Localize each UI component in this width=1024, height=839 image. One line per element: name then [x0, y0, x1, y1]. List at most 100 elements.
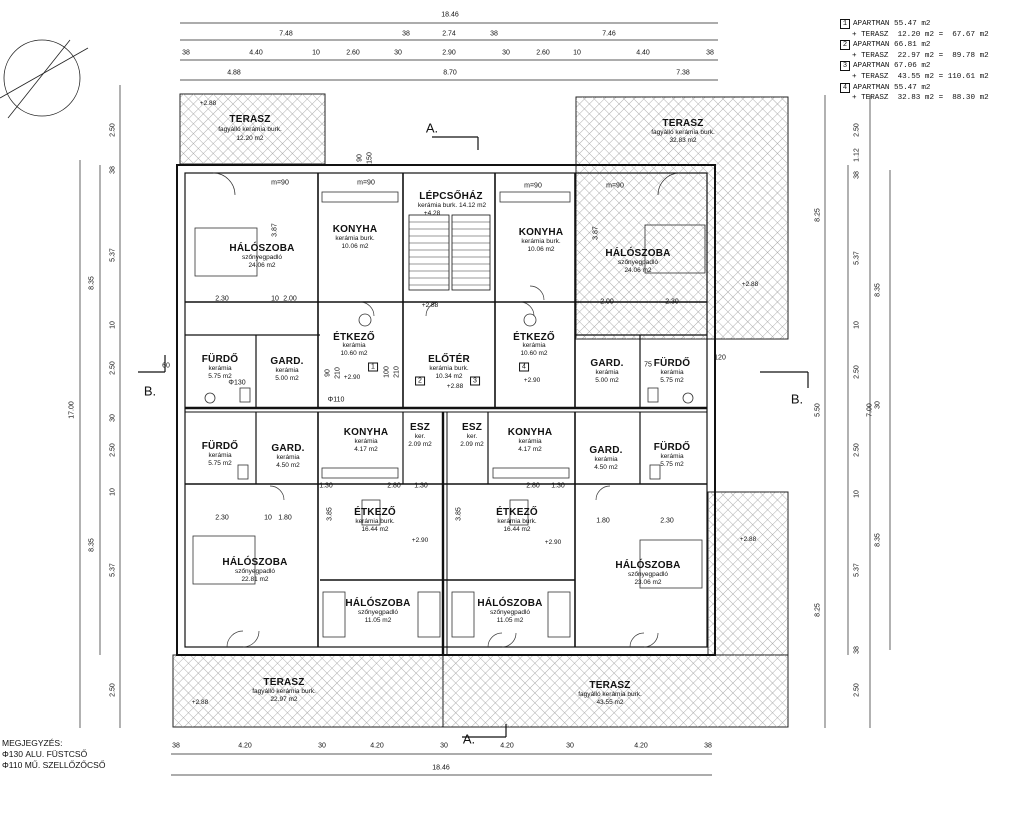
section-markers: [138, 136, 809, 738]
toilet-se: [649, 464, 661, 480]
dim-label: 3.87: [592, 226, 600, 240]
dim-label: 7.00: [866, 403, 874, 417]
terrace-se-x: [443, 655, 788, 727]
room-area: 5.75 m2: [208, 459, 232, 467]
dim-label: 10: [312, 49, 320, 57]
bed-sc1b: [417, 591, 441, 638]
dim-label: 2.00: [600, 298, 614, 306]
dim-label: 1.80: [596, 517, 610, 525]
bed-sc2: [451, 591, 475, 638]
room-finish: kerámia: [594, 455, 618, 463]
kitchen-counter-n2: [499, 191, 571, 203]
terrace-se-right-x: [708, 492, 788, 662]
dim-label: 10: [109, 321, 117, 329]
room-name: TERASZ: [263, 677, 305, 688]
room-name: ELŐTÉR: [428, 354, 470, 365]
room-area: 5.00 m2: [275, 374, 299, 382]
toilet-sw: [237, 464, 249, 480]
dim-label: 8.25: [814, 208, 822, 222]
bed-sc1: [322, 591, 346, 638]
room-area: 23.06 m2: [634, 578, 662, 586]
dim-label: 1.12: [853, 148, 861, 162]
bed-sw: [192, 535, 256, 585]
level-mark: +4.28: [423, 209, 441, 217]
dim-label: 7.48: [279, 30, 293, 38]
room-area: 4.17 m2: [518, 445, 542, 453]
terrace-nw-x: [180, 94, 325, 164]
walls: [176, 164, 716, 656]
dim-label: 38: [853, 646, 861, 654]
room-finish: fagyálló kerámia burk.: [218, 125, 282, 133]
toilet-nw: [239, 387, 251, 403]
room-name: ESZ: [461, 422, 483, 433]
legend-terrace: + TERASZ 12.20 m2 = 67.67 m2: [852, 30, 989, 39]
dim-bottom-total: 18.46: [432, 764, 450, 772]
room-area: 10.60 m2: [340, 349, 368, 357]
stair-treads: [409, 221, 490, 286]
dim-label: 38: [402, 30, 410, 38]
room-area: 32.83 m2: [669, 136, 697, 144]
room-name: TERASZ: [662, 118, 704, 129]
dim-label: 4.40: [636, 49, 650, 57]
dim-label: 10: [573, 49, 581, 57]
room-finish: kerámia: [354, 437, 378, 445]
bed-nw: [194, 227, 258, 277]
dim-label: 150: [366, 152, 374, 164]
room-name: GARD.: [270, 356, 304, 367]
room-name: HÁLÓSZOBA: [477, 598, 543, 609]
room-name: HÁLÓSZOBA: [229, 243, 295, 254]
dim-label: 120: [714, 354, 726, 362]
apartment-number: 2: [415, 376, 425, 386]
room-area: 5.75 m2: [208, 372, 232, 380]
room-name: KONYHA: [518, 227, 564, 238]
room-finish: kerámia: [275, 366, 299, 374]
note-line: Φ130 ALU. FÜSTCSŐ: [2, 749, 88, 759]
room-name: ESZ: [409, 422, 431, 433]
room-name: FÜRDŐ: [653, 442, 691, 453]
room-name: ÉTKEZŐ: [333, 332, 375, 343]
section-label-a-top: A.: [425, 120, 439, 136]
dim-label: 2.50: [853, 123, 861, 137]
room-area: 10.34 m2: [435, 372, 463, 380]
dim-label: 10: [853, 490, 861, 498]
dim-label: 2.60: [346, 49, 360, 57]
room-area: 5.75 m2: [660, 460, 684, 468]
dim-label: m=90: [357, 179, 375, 187]
dim-label: 2.30: [215, 514, 229, 522]
room-name: ÉTKEZŐ: [496, 507, 538, 518]
level-mark: +2.88: [741, 280, 759, 288]
room-finish: kerámia: [518, 437, 542, 445]
room-name: HÁLÓSZOBA: [345, 598, 411, 609]
room-name: KONYHA: [332, 224, 378, 235]
room-finish: kerámia: [208, 364, 232, 372]
room-area: 10.60 m2: [520, 349, 548, 357]
dim-label: 38: [490, 30, 498, 38]
dim-label: 8.35: [874, 283, 882, 297]
legend-row: + TERASZ 32.83 m2 = 88.30 m2: [840, 93, 989, 104]
room-name: FÜRDŐ: [201, 441, 239, 452]
room-finish: kerámia: [276, 453, 300, 461]
room-area: 4.50 m2: [594, 463, 618, 471]
dim-label: 2.50: [109, 361, 117, 375]
dim-label: 2.30: [215, 295, 229, 303]
dim-label: 2.50: [853, 365, 861, 379]
room-finish: kerámia: [522, 341, 546, 349]
dim-label: 5.37: [853, 563, 861, 577]
room-finish: kerámia burk.: [497, 517, 537, 525]
room-name: KONYHA: [507, 427, 553, 438]
dim-label: 30: [440, 742, 448, 750]
legend-number: 2: [840, 40, 850, 51]
room-name: HÁLÓSZOBA: [615, 560, 681, 571]
dim-label: 5.37: [853, 251, 861, 265]
dim-label: m=90: [606, 182, 624, 190]
room-finish: kerámia: [660, 368, 684, 376]
dim-label: 4.88: [227, 69, 241, 77]
dim-label: 2.80: [526, 482, 540, 490]
room-area: 2.09 m2: [460, 440, 484, 448]
room-finish: fagyálló kerámia burk.: [578, 690, 642, 698]
room-finish: kerámia burk.: [355, 517, 395, 525]
dim-label: 38: [706, 49, 714, 57]
furniture: [192, 191, 706, 638]
